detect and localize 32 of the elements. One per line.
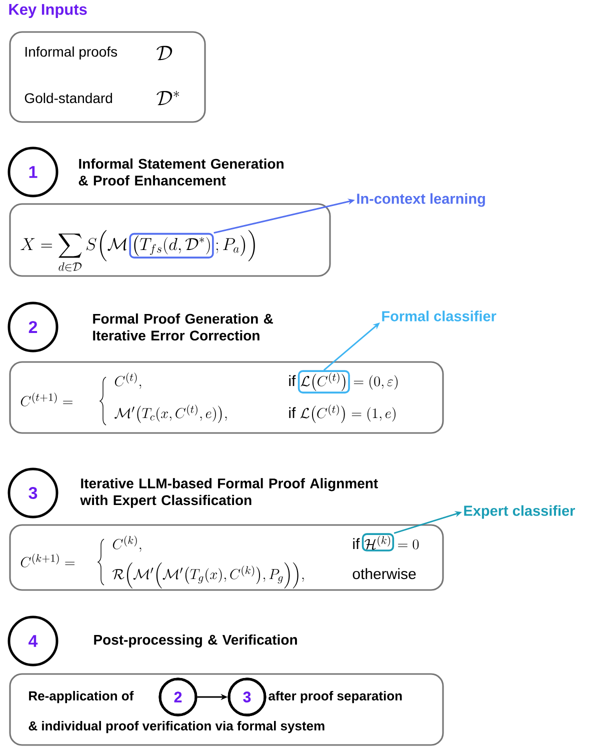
formula: $= (0, \varepsilon)$ — [354, 375, 398, 390]
description-text: Re-application of — [29, 690, 134, 704]
description-text: & individual proof verification via formal system — [28, 720, 324, 734]
input-label: Gold-standard — [24, 92, 112, 104]
section-title: Key Inputs — [9, 4, 87, 18]
highlight-box: $\big(T_{fs}(d, \mathcal{D}^*)$ — [129, 232, 214, 258]
step-heading: Iterative LLM-based Formal Proof Alignment with Expert Classification — [80, 478, 378, 508]
annotation-label: In-context learning — [357, 193, 485, 207]
formula: $C^{(k)},$ — [112, 536, 142, 552]
formula: $C^{(k+1)} =$ — [20, 554, 75, 568]
annotation-label: Expert classifier — [464, 505, 575, 519]
formula: $X = \sum_{d\in\mathcal{D}} S\Big(\mathcal{M}$ — [20, 230, 126, 272]
formula: $\text{otherwise}$ — [352, 568, 416, 580]
math-symbol: $\mathcal{D}^*$ — [156, 90, 180, 106]
highlight-box: $\mathcal{H}^{(k)}$ — [362, 533, 394, 552]
description-text: after proof separation — [268, 690, 402, 704]
formula: $\mathcal{R}\Big(\mathcal{M}'\Big(\mathcal{M}'\big(T_g(x), C^{(k)}\big), P_g\Big)\Big),$ — [112, 562, 304, 588]
formula: $= 0$ — [398, 539, 419, 550]
formula: $\text{if } \mathcal{L}\big(C^{(t)}\big) = (1, e)$ — [289, 404, 396, 424]
formula: $; P_a\big)\Big)$ — [216, 230, 255, 262]
step-heading: Formal Proof Generation & Iterative Error Correction — [93, 313, 273, 341]
formula: $\text{if}$ — [353, 538, 360, 549]
annotation-label: Formal classifier — [382, 310, 496, 322]
step-heading: Informal Statement Generation & Proof Enhancement — [78, 158, 284, 186]
math-symbol: $\mathcal{D}$ — [156, 46, 172, 60]
step-heading: Post-processing & Verification — [94, 634, 297, 648]
formula: $\text{if}$ — [289, 375, 296, 386]
input-label: Informal proofs — [25, 46, 118, 60]
formula: $C^{(t+1)} =$ — [20, 392, 72, 406]
formula: $\mathcal{M}'\big(T_c(x, C^{(t)}, e)\big),$ — [114, 404, 227, 424]
highlight-box: $\mathcal{L}\big(C^{(t)}\big)$ — [298, 370, 350, 394]
formula: $C^{(t)},$ — [114, 372, 142, 389]
